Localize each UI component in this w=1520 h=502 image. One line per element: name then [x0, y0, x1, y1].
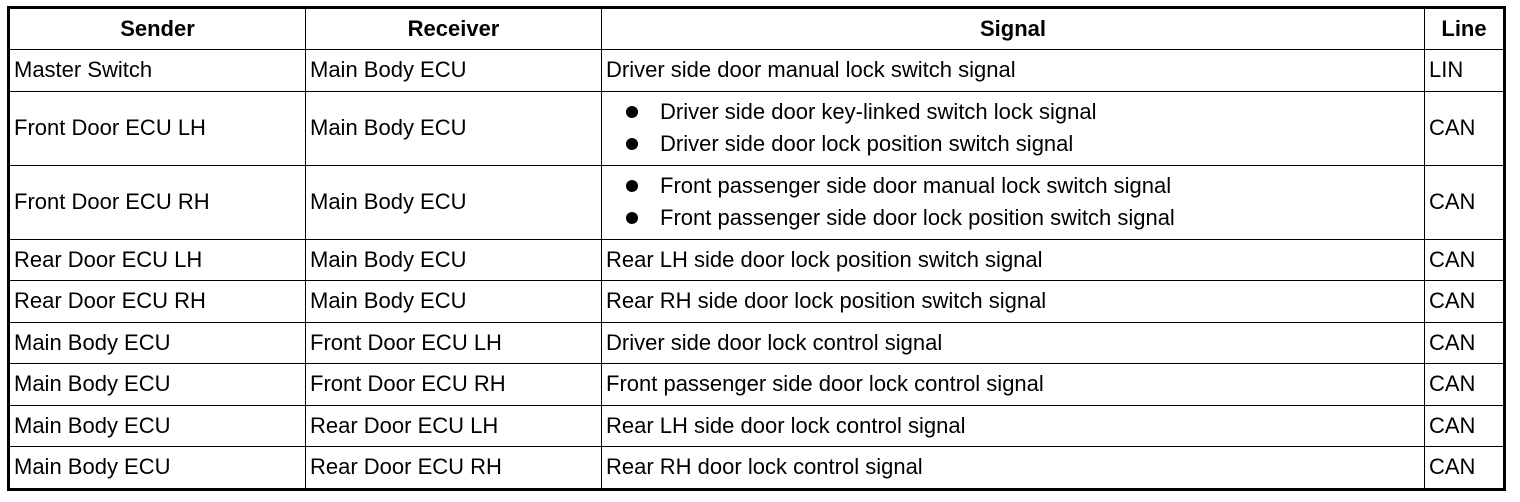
signal-table: Sender Receiver Signal Line Master Switc… [7, 6, 1506, 491]
line-cell: CAN [1424, 280, 1505, 323]
signal-text: Driver side door lock position switch si… [660, 131, 1074, 156]
bullet-icon [626, 138, 638, 150]
table-row: Front Door ECU RH Main Body ECU Front pa… [8, 164, 1505, 240]
line-cell: CAN [1424, 321, 1505, 364]
receiver-cell: Main Body ECU [305, 238, 602, 281]
line-cell: CAN [1424, 164, 1505, 240]
signal-list: Front passenger side door manual lock sw… [606, 170, 1424, 234]
signal-cell: Rear LH side door lock control signal [601, 404, 1425, 447]
sender-cell: Master Switch [8, 49, 306, 92]
header-signal: Signal [601, 7, 1425, 50]
table-row: Main Body ECU Front Door ECU LH Driver s… [8, 321, 1505, 364]
signal-cell: Driver side door manual lock switch sign… [601, 49, 1425, 92]
sender-cell: Main Body ECU [8, 446, 306, 490]
receiver-cell: Main Body ECU [305, 90, 602, 166]
line-cell: CAN [1424, 90, 1505, 166]
table-row: Main Body ECU Front Door ECU RH Front pa… [8, 363, 1505, 406]
receiver-cell: Main Body ECU [305, 164, 602, 240]
receiver-cell: Front Door ECU RH [305, 363, 602, 406]
signal-list: Driver side door key-linked switch lock … [606, 96, 1424, 160]
signal-text: Front passenger side door lock position … [660, 205, 1175, 230]
table-row: Rear Door ECU RH Main Body ECU Rear RH s… [8, 280, 1505, 323]
sender-cell: Main Body ECU [8, 321, 306, 364]
table-row: Main Body ECU Rear Door ECU LH Rear LH s… [8, 404, 1505, 447]
line-cell: CAN [1424, 404, 1505, 447]
line-cell: CAN [1424, 238, 1505, 281]
bullet-icon [626, 212, 638, 224]
signal-text: Driver side door key-linked switch lock … [660, 99, 1097, 124]
header-row: Sender Receiver Signal Line [8, 7, 1505, 50]
bullet-icon [626, 180, 638, 192]
sender-cell: Main Body ECU [8, 404, 306, 447]
sender-cell: Front Door ECU RH [8, 164, 306, 240]
table-row: Main Body ECU Rear Door ECU RH Rear RH d… [8, 446, 1505, 490]
receiver-cell: Main Body ECU [305, 49, 602, 92]
signal-cell: Driver side door lock control signal [601, 321, 1425, 364]
sender-cell: Main Body ECU [8, 363, 306, 406]
bullet-icon [626, 106, 638, 118]
sender-cell: Rear Door ECU RH [8, 280, 306, 323]
table-row: Front Door ECU LH Main Body ECU Driver s… [8, 90, 1505, 166]
header-line: Line [1424, 7, 1505, 50]
signal-cell: Rear RH side door lock position switch s… [601, 280, 1425, 323]
line-cell: CAN [1424, 446, 1505, 490]
receiver-cell: Front Door ECU LH [305, 321, 602, 364]
signal-cell: Front passenger side door manual lock sw… [601, 164, 1425, 240]
line-cell: LIN [1424, 49, 1505, 92]
signal-list-item: Driver side door lock position switch si… [606, 128, 1424, 160]
receiver-cell: Main Body ECU [305, 280, 602, 323]
signal-list-item: Front passenger side door lock position … [606, 202, 1424, 234]
sender-cell: Rear Door ECU LH [8, 238, 306, 281]
signal-table-container: Sender Receiver Signal Line Master Switc… [7, 6, 1506, 491]
table-row: Master Switch Main Body ECU Driver side … [8, 49, 1505, 92]
signal-list-item: Front passenger side door manual lock sw… [606, 170, 1424, 202]
line-cell: CAN [1424, 363, 1505, 406]
header-sender: Sender [8, 7, 306, 50]
receiver-cell: Rear Door ECU RH [305, 446, 602, 490]
signal-cell: Rear RH door lock control signal [601, 446, 1425, 490]
signal-cell: Driver side door key-linked switch lock … [601, 90, 1425, 166]
sender-cell: Front Door ECU LH [8, 90, 306, 166]
table-row: Rear Door ECU LH Main Body ECU Rear LH s… [8, 238, 1505, 281]
signal-cell: Rear LH side door lock position switch s… [601, 238, 1425, 281]
signal-text: Front passenger side door manual lock sw… [660, 173, 1172, 198]
header-receiver: Receiver [305, 7, 602, 50]
signal-list-item: Driver side door key-linked switch lock … [606, 96, 1424, 128]
receiver-cell: Rear Door ECU LH [305, 404, 602, 447]
signal-cell: Front passenger side door lock control s… [601, 363, 1425, 406]
